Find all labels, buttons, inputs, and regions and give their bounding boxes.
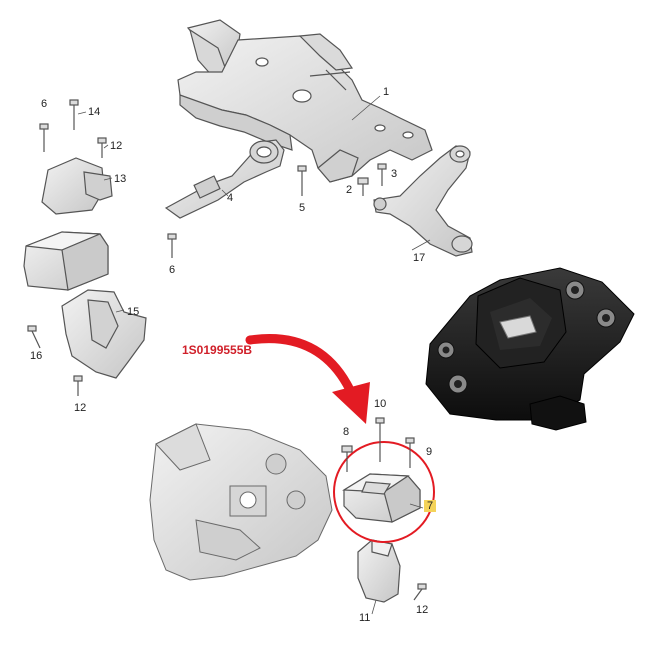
callout-15: 15 [127,306,140,318]
control-arm [373,145,473,257]
callout-10: 10 [374,398,387,410]
torque-rod [164,139,285,219]
callout-14: 14 [88,106,101,118]
callout-16: 16 [30,350,43,362]
bolt-12-bottom [413,583,427,601]
lower-bracket [357,539,401,603]
bolt-12-top [97,137,107,158]
callout-11: 11 [359,612,371,624]
mount-product-photo [425,267,635,431]
callout-12-left: 12 [74,402,87,414]
subframe [177,19,433,183]
bolt-8 [341,445,353,472]
callout-17: 17 [413,252,426,264]
callout-1: 1 [383,86,390,98]
callout-3: 3 [391,168,398,180]
bolt-3 [377,163,387,186]
bolt-5 [297,165,307,196]
red-arrow [245,334,370,424]
callout-8: 8 [343,426,350,438]
transmission-mount-small [342,473,421,523]
bolt-16 [27,325,41,349]
highlight-circle [333,441,435,543]
bolt-14 [69,99,79,130]
callout-6-bottom: 6 [169,264,176,276]
callout-13: 13 [114,173,127,185]
bolt-12-left [73,375,83,396]
engine-mount-stack [23,157,147,379]
bolt-6-bottom [167,233,177,258]
callout-9: 9 [426,446,433,458]
callout-5: 5 [299,202,306,214]
gearbox [149,423,333,581]
bolt-9 [405,437,415,468]
part-number-label: 1S0199555B [182,343,253,357]
bolts [27,99,427,601]
bolt-2 [357,177,369,196]
bolt-10 [375,417,385,462]
callout-6-top: 6 [41,98,48,110]
callout-2: 2 [346,184,353,196]
callout-7: 7 [424,500,437,512]
callout-4: 4 [227,192,234,204]
leader-lines [77,95,431,615]
callout-12-top: 12 [110,140,123,152]
bolt-6-top [39,123,49,152]
callout-12-bottom: 12 [416,604,429,616]
